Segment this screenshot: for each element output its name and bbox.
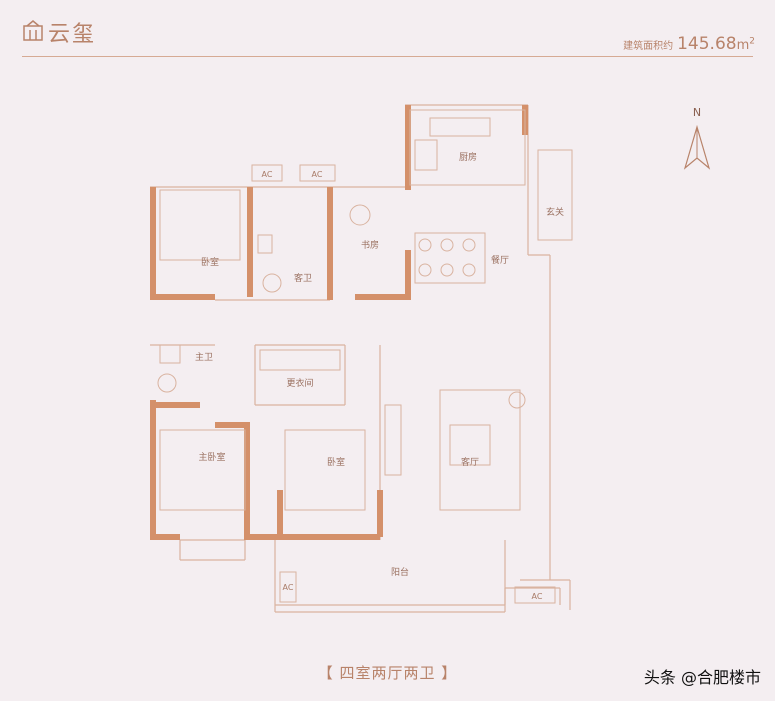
- ac-label-1: AC: [262, 170, 273, 179]
- ac-label-3: AC: [532, 592, 543, 601]
- fixtures: [157, 109, 573, 511]
- header-divider: [22, 56, 753, 57]
- room-label-bedroom-top: 卧室: [201, 256, 219, 268]
- layout-caption: 【 四室两厅两卫 】: [317, 664, 458, 682]
- room-label-dining: 餐厅: [491, 254, 509, 266]
- area-unit-base: m: [736, 38, 750, 53]
- room-label-walk-in-closet: 更衣间: [286, 377, 313, 389]
- ac-units: AC AC AC AC: [251, 164, 556, 604]
- area-label: 建筑面积约: [623, 41, 674, 52]
- compass: N: [683, 106, 711, 170]
- thick-walls: [150, 105, 528, 540]
- room-label-bedroom-mid: 卧室: [327, 456, 345, 468]
- area-value: 145.68: [677, 34, 737, 54]
- room-label-entry: 玄关: [546, 206, 564, 218]
- room-label-balcony: 阳台: [391, 566, 409, 578]
- room-label-master-bedroom: 主卧室: [198, 451, 225, 463]
- room-label-guest-bath: 客卫: [294, 272, 312, 284]
- brand-name: 云玺: [48, 22, 97, 47]
- room-label-kitchen: 厨房: [459, 151, 477, 163]
- room-label-living: 客厅: [461, 456, 479, 468]
- ac-label-2: AC: [312, 170, 323, 179]
- compass-label: N: [693, 106, 701, 119]
- room-label-study: 书房: [361, 239, 379, 251]
- room-label-master-bath: 主卫: [195, 351, 213, 363]
- watermark: 头条 @合肥楼市: [643, 668, 761, 687]
- area-unit: m2: [736, 36, 755, 53]
- area-unit-power: 2: [749, 36, 755, 47]
- ac-label-4: AC: [283, 583, 294, 592]
- room-labels: 卧室 客卫 书房 厨房 玄关 餐厅 主卫 更衣间 主卧室 卧室 客厅 阳台: [195, 151, 564, 578]
- brand-logo-icon: [23, 20, 43, 41]
